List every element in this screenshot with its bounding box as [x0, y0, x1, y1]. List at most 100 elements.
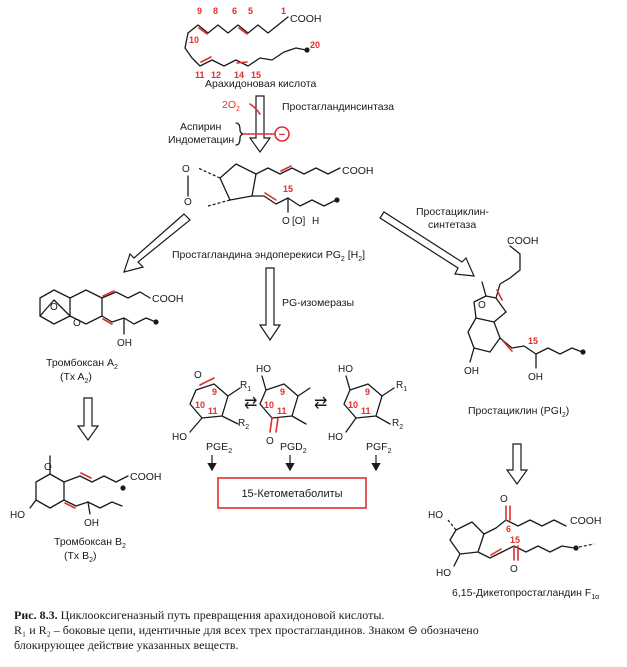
svg-text:O: O [182, 164, 190, 175]
pge2-ho: HO [172, 432, 187, 443]
pgf2-name: PGF2 [366, 441, 392, 455]
pgg2-cooh: COOH [342, 165, 374, 177]
pgf2-r1: R1 [396, 380, 407, 393]
prostacyclin-synthetase-line2: синтетаза [428, 219, 476, 231]
locant-10: 10 [189, 35, 199, 45]
pgg2-name: Простагландина эндоперекиси PG2 [H2] [172, 249, 365, 263]
o2-label: 2O2 [222, 99, 240, 113]
pgd2-locant-9: 9 [280, 387, 285, 397]
block-symbol: − [279, 129, 285, 141]
txb2-name-line2: (Tx B2) [64, 550, 97, 564]
svg-text:O: O [184, 197, 192, 208]
locant-11: 11 [195, 70, 205, 80]
txa2-structure [39, 289, 159, 335]
pgd2-structure [259, 375, 311, 433]
pgd2-o: O [266, 436, 274, 447]
pge2-locant-10: 10 [195, 400, 205, 410]
pgg2-h: H [312, 216, 319, 227]
pgf2-locant-9: 9 [365, 387, 370, 397]
pgi2-oh2: OH [528, 372, 543, 383]
keto-metabolites-label: 15-Кетометаболиты [241, 488, 342, 500]
equilibrium-2: ⇄ [314, 395, 327, 412]
pge2-o: O [194, 370, 202, 381]
keto-pgf1a-o2: O [510, 564, 518, 575]
pgf2-r2: R2 [392, 418, 403, 431]
pgf2-structure [343, 375, 395, 433]
prostacyclin-synthetase-line1: Простациклин- [416, 206, 489, 218]
pge2-locant-11: 11 [208, 406, 218, 416]
pgg2-o: O [282, 216, 290, 227]
arrow-to-isomerase [258, 267, 282, 342]
pge2-r1: R1 [240, 380, 251, 393]
pgi2-o: O [478, 300, 486, 311]
figure-caption: Рис. 8.3. Циклооксигеназный путь превращ… [14, 608, 619, 653]
locant-15: 15 [251, 70, 261, 80]
pgi2-structure [467, 245, 586, 369]
pge2-r2: R2 [238, 418, 249, 431]
o2-curve [249, 103, 261, 115]
caption-title: Циклооксигеназный путь превращения арахи… [57, 608, 385, 622]
pgi2-cooh: COOH [507, 235, 539, 247]
caption-line-3: блокирующее действие указанных веществ. [14, 638, 239, 652]
pgg2-bracket-o: [O] [292, 216, 306, 227]
pgf2-locant-10: 10 [348, 400, 358, 410]
inhibitor-brace [235, 122, 244, 146]
keto-pgf1a-ho2: HO [436, 568, 451, 579]
txb2-cooh: COOH [130, 471, 162, 483]
pge2-locant-9: 9 [212, 387, 217, 397]
equilibrium-1: ⇄ [244, 395, 257, 412]
pgi2-locant-15: 15 [528, 336, 538, 346]
txa2-name-line1: Тромбоксан A2 [46, 357, 118, 371]
txa2-o1: O [50, 302, 58, 313]
locant-8: 8 [213, 6, 218, 16]
txb2-structure [29, 455, 129, 515]
figure-number: Рис. 8.3. [14, 608, 58, 622]
txb2-oh: OH [84, 518, 99, 529]
locant-12: 12 [211, 70, 221, 80]
keto-pgf1a-structure [447, 505, 595, 567]
locant-1: 1 [281, 6, 286, 16]
keto-pgf1a-locant-6: 6 [506, 524, 511, 534]
arachidonic-acid-structure: COOH 9 8 6 5 1 10 11 12 14 15 20 [184, 6, 322, 80]
locant-20: 20 [310, 40, 320, 50]
pge2-structure [189, 377, 241, 433]
keto-pgf1a-cooh: COOH [570, 515, 602, 527]
txb2-name-line1: Тромбоксан B2 [54, 536, 126, 550]
pgg2-locant-15: 15 [283, 184, 293, 194]
arachidonic-name: Арахидоновая кислота [205, 78, 317, 90]
caption-line-1: Рис. 8.3. Циклооксигеназный путь превращ… [14, 608, 619, 623]
block-icon [274, 126, 290, 142]
pgf2-ho2: HO [328, 432, 343, 443]
pg-isomerase-label: PG-изомеразы [282, 297, 354, 309]
txa2-cooh: COOH [152, 293, 184, 305]
arrow-to-txb2 [76, 397, 100, 442]
keto-metabolites-box [217, 477, 367, 509]
inhibitor-aspirin: Аспирин [180, 121, 222, 133]
keto-pgf1a-ho1: HO [428, 510, 443, 521]
locant-14: 14 [234, 70, 244, 80]
pgd2-locant-11: 11 [277, 406, 287, 416]
synthase-enzyme: Простагландинсинтаза [282, 101, 394, 113]
locant-6: 6 [232, 6, 237, 16]
keto-pgf1a-name: 6,15-Дикетопростагландин F1α [452, 587, 599, 601]
pge2-name: PGE2 [206, 441, 232, 455]
keto-pgf1a-o1: O [500, 494, 508, 505]
locant-9: 9 [197, 6, 202, 16]
arachidonic-cooh: COOH [290, 13, 322, 25]
diagram-canvas: COOH 9 8 6 5 1 10 11 12 14 15 20 Арахидо… [10, 6, 602, 601]
txa2-name-line2: (Tx A2) [60, 371, 92, 385]
txa2-oh: OH [117, 338, 132, 349]
pgd2-ho: HO [256, 364, 271, 375]
pgd2-locant-10: 10 [264, 400, 274, 410]
caption-line-2: R₁ и R₂ – боковые цепи, идентичные для в… [14, 623, 479, 637]
synthase-arrow [248, 95, 272, 154]
pgg2-structure: O O [182, 163, 341, 213]
arrow-to-txa2 [123, 213, 191, 273]
keto-pgf1a-locant-15: 15 [510, 535, 520, 545]
arrow-to-pgi2 [379, 211, 475, 277]
inhibitor-indomethacin: Индометацин [168, 134, 234, 146]
arrow-to-keto-pgf1a [505, 443, 529, 486]
locant-5: 5 [248, 6, 253, 16]
pgf2-locant-11: 11 [361, 406, 371, 416]
pgd2-name: PGD2 [280, 441, 307, 455]
